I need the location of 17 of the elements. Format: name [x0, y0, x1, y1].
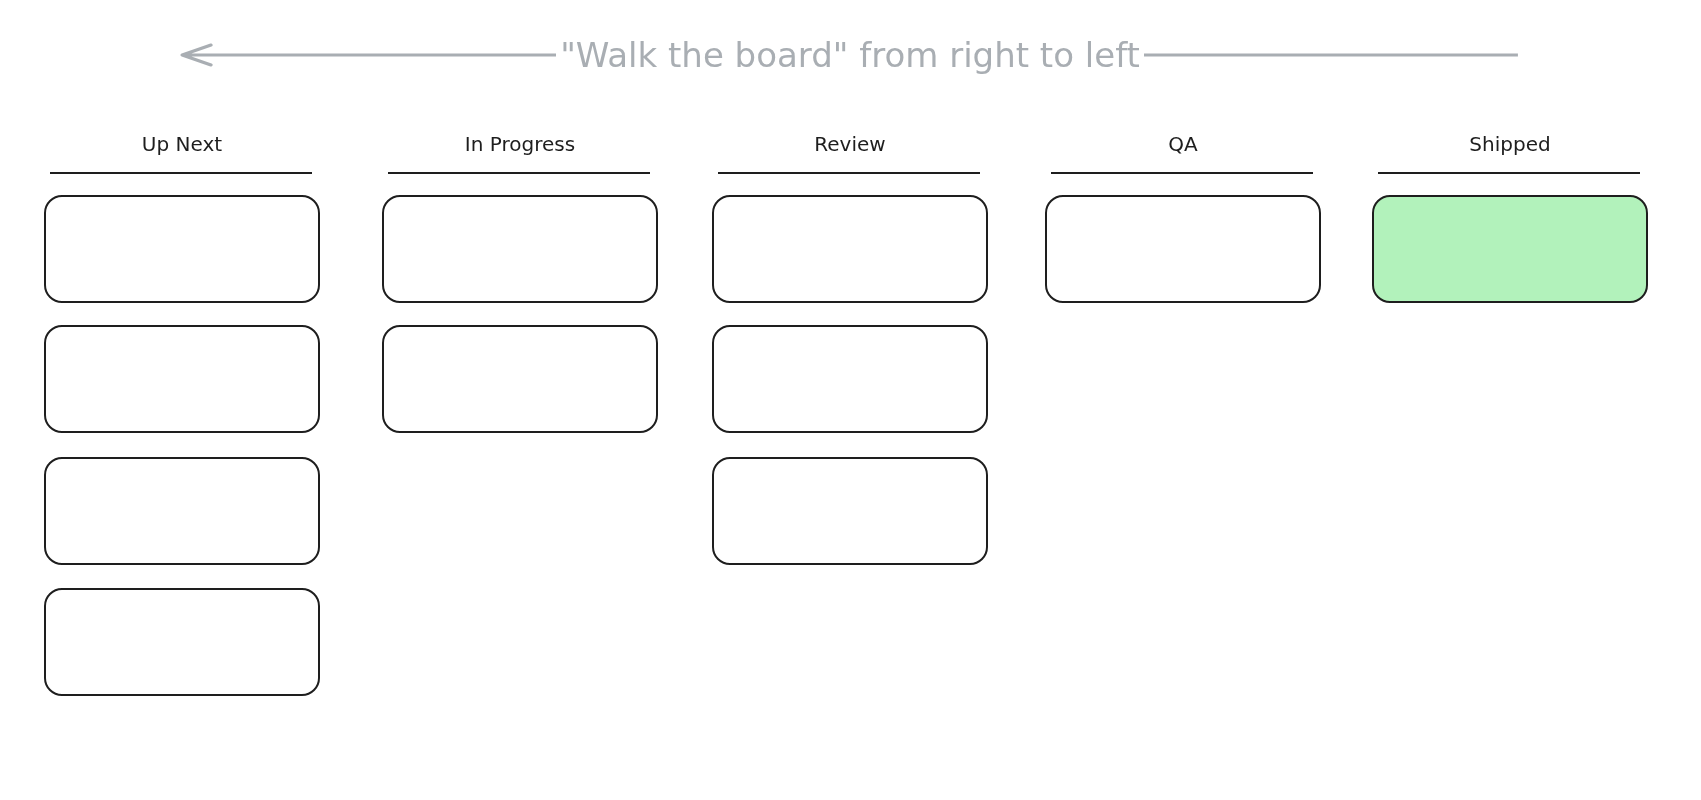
- column-heading: Shipped: [1468, 132, 1552, 156]
- column-heading: Review: [813, 132, 887, 156]
- task-card: [1045, 195, 1321, 303]
- task-card: [1372, 195, 1648, 303]
- task-card: [712, 457, 988, 565]
- column-heading: Up Next: [140, 132, 224, 156]
- direction-note: "Walk the board" from right to left: [559, 35, 1141, 75]
- task-card: [712, 195, 988, 303]
- task-card: [44, 195, 320, 303]
- task-card: [382, 195, 658, 303]
- task-card: [44, 325, 320, 433]
- task-card: [44, 588, 320, 696]
- column-heading: In Progress: [463, 132, 577, 156]
- task-card: [44, 457, 320, 565]
- task-card: [382, 325, 658, 433]
- task-card: [712, 325, 988, 433]
- column-heading: QA: [1167, 132, 1199, 156]
